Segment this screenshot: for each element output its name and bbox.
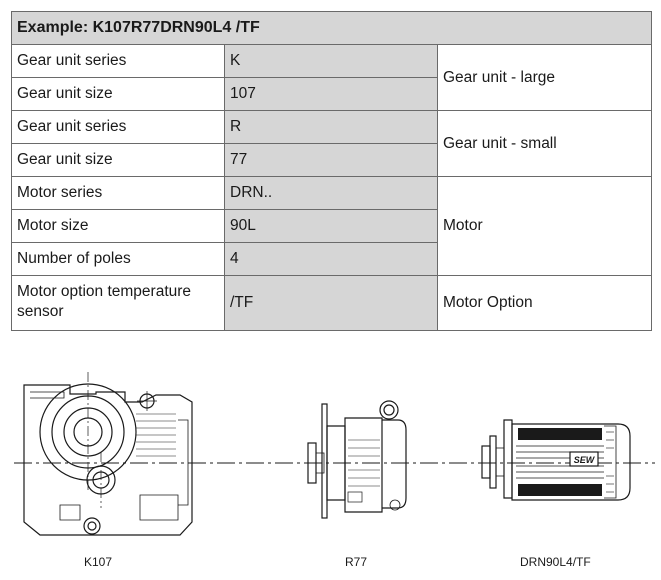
group-label: Gear unit - small (436, 110, 653, 177)
row-value: 4 (224, 242, 438, 276)
row-label: Number of poles (11, 242, 225, 276)
row-value: K (224, 44, 438, 78)
table-header: Example: K107R77DRN90L4 /TF (10, 11, 653, 45)
row-label: Motor option temperature sensor (11, 275, 225, 331)
row-label: Gear unit size (11, 143, 225, 177)
row-label: Gear unit series (11, 110, 225, 144)
caption-drn-motor: DRN90L4/TF (520, 555, 591, 569)
group-label: Gear unit - large (436, 44, 653, 111)
group-label: Motor Option (436, 275, 653, 331)
drn-motor: SEW (481, 419, 631, 501)
gearmotor-drawing: SEW (14, 372, 655, 536)
row-value: /TF (224, 275, 438, 331)
row-label: Gear unit series (11, 44, 225, 78)
type-designation-table: Example: K107R77DRN90L4 /TF Gear unit se… (10, 11, 653, 331)
row-value: 77 (224, 143, 438, 177)
sew-logo-text: SEW (574, 455, 596, 465)
row-value: DRN.. (224, 176, 438, 210)
row-label: Motor size (11, 209, 225, 243)
caption-r77: R77 (345, 555, 368, 569)
caption-k107: K107 (84, 555, 113, 569)
row-value: 90L (224, 209, 438, 243)
row-label: Gear unit size (11, 77, 225, 111)
k107-gear-unit (23, 372, 193, 536)
row-label: Motor series (11, 176, 225, 210)
row-value: R (224, 110, 438, 144)
r77-gear-unit (307, 400, 407, 519)
row-value: 107 (224, 77, 438, 111)
group-label: Motor (436, 176, 653, 276)
